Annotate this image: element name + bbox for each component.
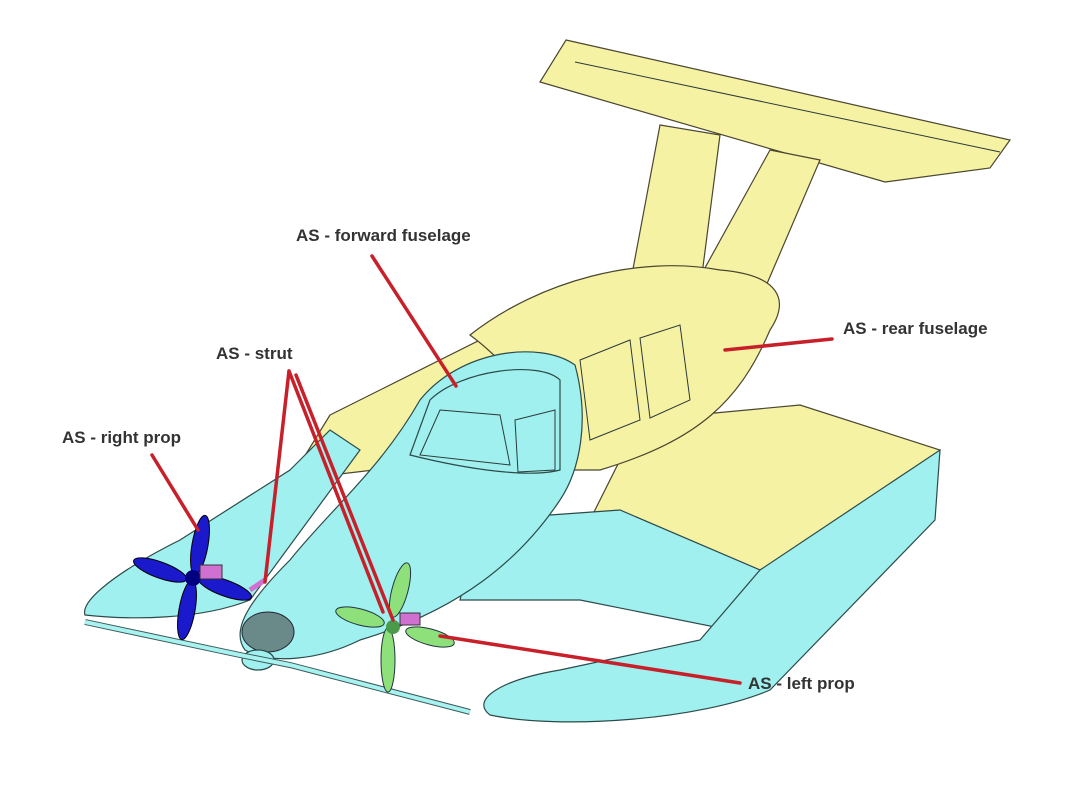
label-rear-fuselage: AS - rear fuselage: [843, 319, 988, 338]
leader-strut-b: [287, 369, 385, 614]
horizontal-tail: [539, 39, 1012, 183]
leader-strut-a: [263, 369, 291, 584]
canopy: [409, 369, 561, 474]
leader-strut-c: [294, 373, 395, 622]
leader-right-prop: [150, 453, 200, 532]
leader-rear-fuselage: [723, 337, 834, 352]
label-left-prop: AS - left prop: [748, 674, 855, 693]
nose-intake: [241, 611, 295, 653]
right-prop: [133, 514, 252, 641]
leader-forward-fuselage: [370, 254, 458, 388]
label-forward-fuselage: AS - forward fuselage: [296, 226, 471, 245]
label-strut: AS - strut: [216, 344, 293, 363]
left-prop: [335, 562, 455, 693]
label-right-prop: AS - right prop: [62, 428, 181, 447]
leader-left-prop: [438, 634, 742, 685]
left-hull: [483, 448, 941, 723]
strut: [248, 577, 267, 593]
